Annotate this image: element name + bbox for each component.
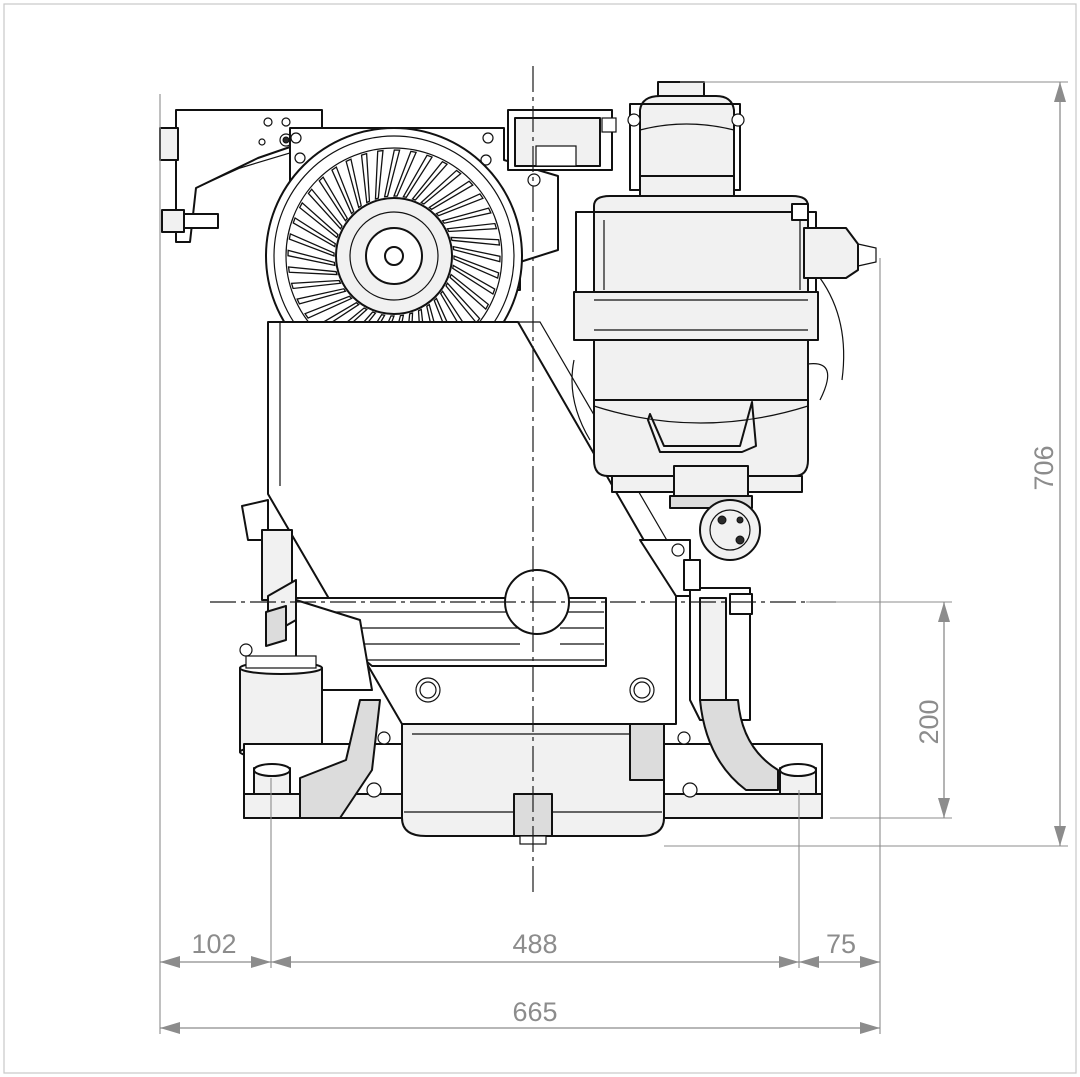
fan-blade: [296, 288, 347, 305]
dim-706: 706: [1029, 82, 1066, 846]
fan-blade: [420, 169, 462, 205]
fan-blade: [287, 249, 336, 267]
fan-blade: [374, 149, 384, 200]
fan-blade: [331, 166, 355, 215]
fan-blade: [298, 201, 339, 239]
center-lines: [210, 66, 840, 896]
dim-665: 665: [160, 997, 880, 1034]
fan-blade: [304, 295, 353, 319]
sheet-frame: [3, 3, 1077, 1074]
air-filter: [571, 81, 877, 561]
engine-body: [159, 81, 877, 845]
fan-blade: [453, 255, 500, 280]
dim-200: 200: [914, 602, 950, 818]
fan-blade: [290, 279, 342, 290]
fan-blade: [318, 176, 349, 222]
left-side-parts: [239, 499, 373, 759]
dimensions: 706 200 102 488 75 665: [159, 81, 1068, 1034]
right-side-parts: [639, 539, 779, 791]
fan-blade: [446, 222, 498, 233]
fan-blade: [288, 232, 335, 257]
fan-blade: [450, 236, 501, 246]
fan-blade: [292, 216, 337, 248]
fan-blade: [360, 152, 371, 204]
fan-blade: [411, 160, 449, 201]
fan-blade: [345, 158, 362, 209]
left-engine-mount: [243, 699, 403, 819]
dim-488-label: 488: [512, 929, 557, 959]
fan-blade: [435, 193, 484, 217]
fan-blade: [441, 207, 492, 224]
fan-blade: [449, 273, 490, 311]
crankcase-cover: [289, 569, 655, 703]
dim-102-label: 102: [191, 929, 236, 959]
fan-blade: [451, 264, 496, 296]
fan-blade: [393, 150, 418, 197]
fan-blade: [452, 245, 501, 263]
dim-200-label: 200: [914, 699, 944, 744]
fan-blade: [383, 149, 401, 198]
fan-blade: [287, 266, 338, 276]
dim-75-label: 75: [826, 929, 856, 959]
dim-row-upper: 102 488 75: [160, 929, 880, 968]
fan-blade: [402, 154, 434, 199]
dim-706-label: 706: [1029, 445, 1059, 490]
fan-blade: [307, 188, 343, 230]
dim-665-label: 665: [512, 997, 557, 1027]
left-top-bracket: [159, 109, 323, 243]
fan-blade: [428, 180, 474, 211]
